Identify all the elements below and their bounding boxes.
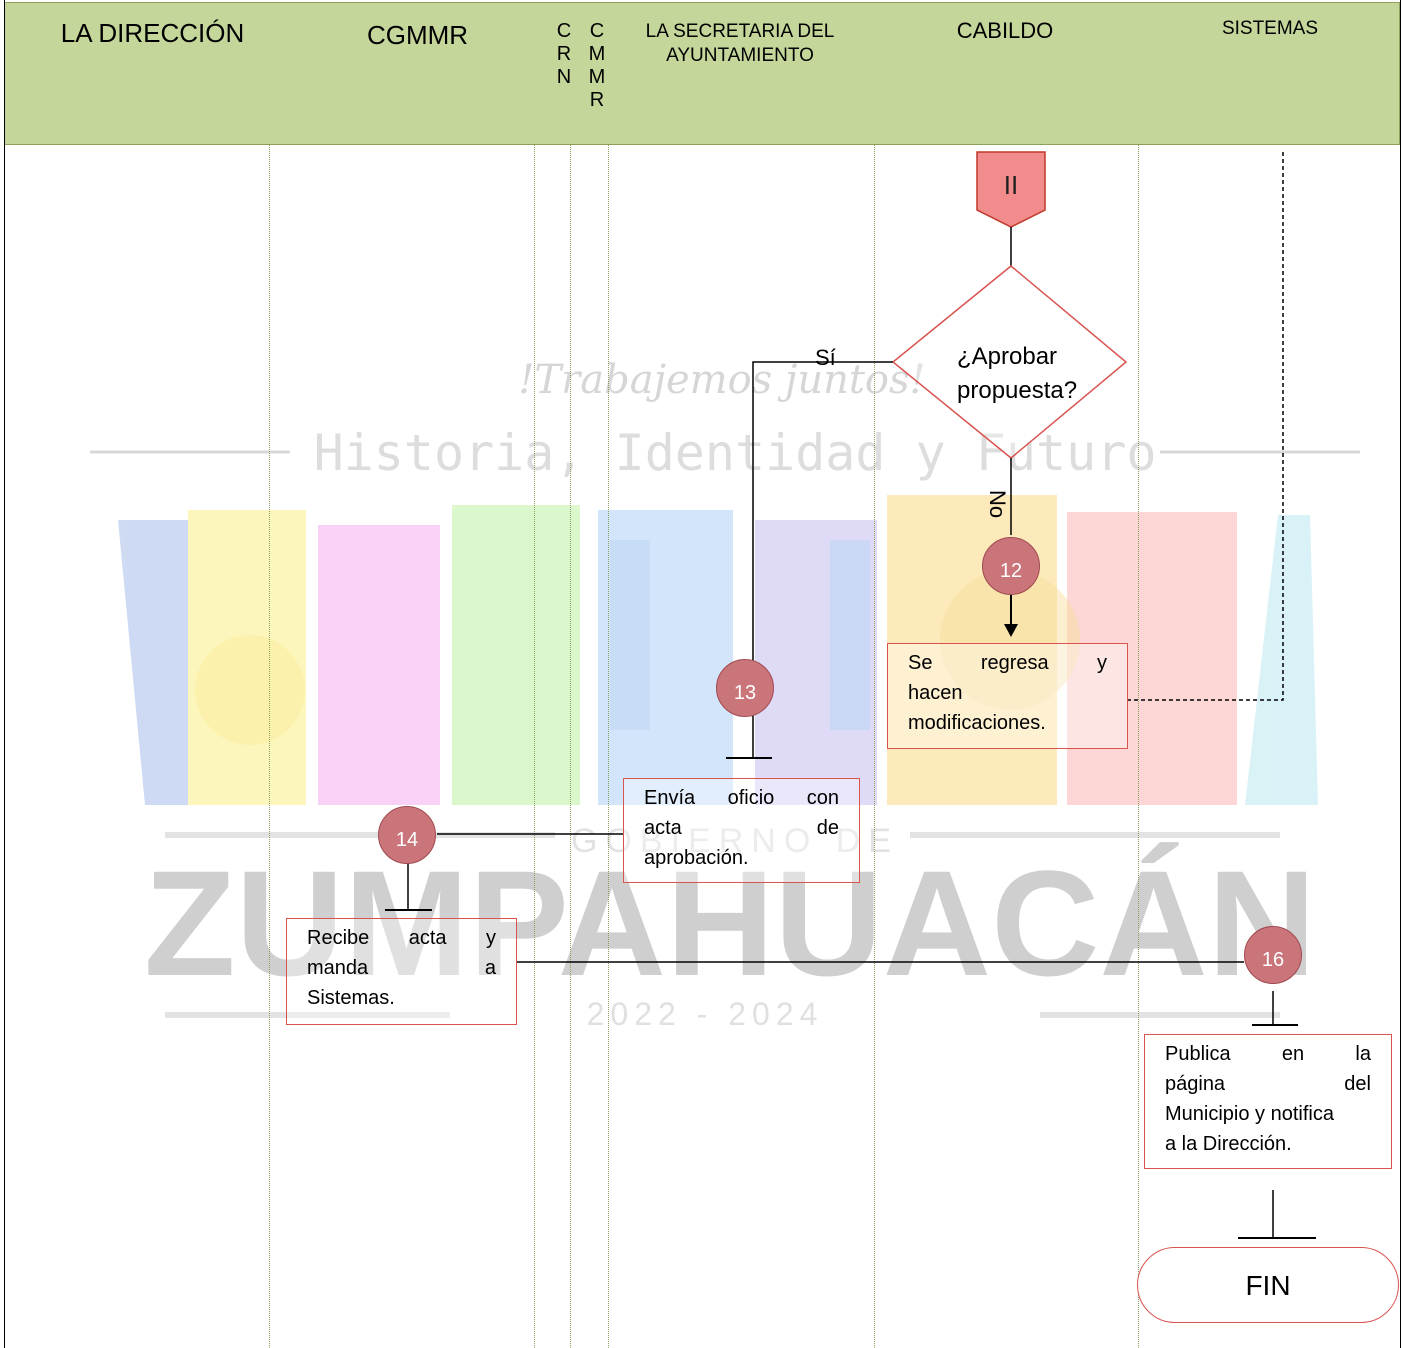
step-number-16: 16 (1244, 926, 1302, 984)
lane-divider (570, 145, 571, 1348)
step-12-line: modificaciones. (908, 712, 1046, 734)
step-14-line: manda a (307, 957, 496, 979)
step-16-line: página del (1165, 1073, 1371, 1095)
lane-divider (874, 145, 875, 1348)
step-number-12: 12 (982, 537, 1040, 595)
step-box-14: Recibe acta y manda a Sistemas. (286, 918, 517, 1025)
step-box-12: Se regresa y hacen modificaciones. (887, 643, 1128, 749)
step-14-line: Sistemas. (307, 987, 395, 1009)
step-12-line: Se regresa y (908, 652, 1107, 674)
lane-divider (269, 145, 270, 1348)
decision-no-label: No (985, 490, 1010, 519)
step-number-13: 13 (716, 659, 774, 717)
step-12-line: hacen (908, 682, 963, 704)
lane-title-direccion: LA DIRECCIÓN (60, 18, 245, 48)
lane-title-cmmr: C M M R (588, 20, 606, 111)
decision-yes-label: Sí (815, 345, 836, 370)
offpage-connector-label: II (1003, 170, 1019, 200)
offpage-connector (976, 151, 1046, 228)
decision-text: ¿Aprobar propuesta? (957, 343, 1078, 404)
lane-divider (1138, 145, 1139, 1348)
lane-divider (608, 145, 609, 1348)
lane-title-secretaria: LA SECRETARIA DEL AYUNTAMIENTO (645, 21, 835, 66)
step-14-line: Recibe acta y (307, 927, 496, 949)
end-terminator: FIN (1137, 1247, 1399, 1323)
step-16-line: Publica en la (1165, 1043, 1371, 1065)
lane-title-crnr: C R N (556, 20, 572, 88)
step-13-line: aprobación. (644, 847, 749, 869)
step-16-line: a la Dirección. (1165, 1133, 1292, 1155)
lane-border-left (4, 0, 5, 1348)
lane-title-cabildo: CABILDO (956, 18, 1054, 43)
step-16-line: Municipio y notifica (1165, 1103, 1334, 1125)
lane-header (4, 2, 1400, 145)
step-13-line: Envía oficio con (644, 787, 839, 809)
step-13-line: acta de (644, 817, 839, 839)
lane-title-cgmmr: CGMMR (366, 20, 469, 50)
lane-divider (534, 145, 535, 1348)
step-box-13: Envía oficio con acta de aprobación. (623, 778, 860, 883)
step-box-16: Publica en la página del Municipio y not… (1144, 1034, 1392, 1169)
lane-border-right (1400, 0, 1401, 1348)
lane-title-sistemas: SISTEMAS (1221, 18, 1319, 39)
step-number-14: 14 (378, 806, 436, 864)
